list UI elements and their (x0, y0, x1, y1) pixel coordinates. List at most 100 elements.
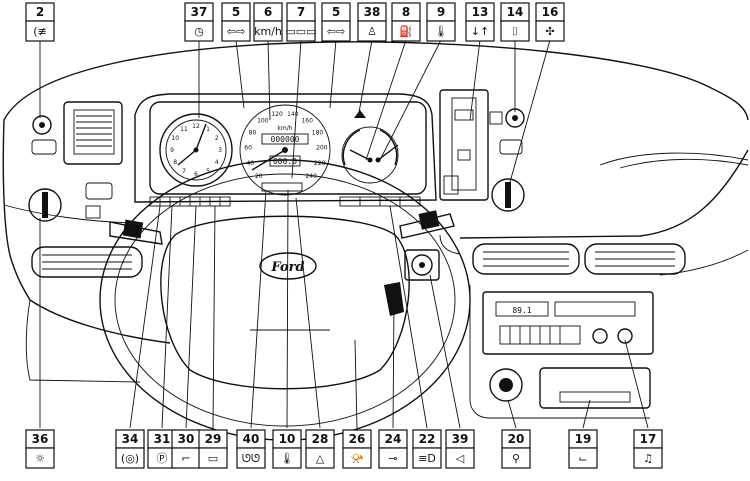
left-air-vent[interactable] (31, 246, 143, 278)
seat-belt-icon: ♙ (367, 25, 377, 38)
rear-fog-switch[interactable] (32, 115, 52, 135)
ignition-key[interactable] (384, 282, 404, 316)
clock-tick-label: 12 (192, 123, 200, 130)
rear-fog-light-icon: (≢ (33, 25, 47, 38)
cigarette-lighter-icon: ⚲ (512, 452, 520, 465)
callout-37[interactable]: 37◷ (184, 2, 214, 42)
callout-13[interactable]: 13↓↑ (465, 2, 495, 42)
clock-tick-label: 5 (206, 168, 210, 175)
callout-30[interactable]: 30 ⌐ (171, 429, 201, 469)
callout-number: 40 (243, 432, 260, 446)
speed-tick-label: 240 (305, 173, 317, 180)
fuel-temp-gauges (341, 110, 399, 184)
callout-9[interactable]: 9🌡 (426, 2, 456, 42)
callout-17[interactable]: 17♫ (633, 429, 663, 469)
glow-plug-icon: ᘎᘎ (242, 452, 260, 465)
seat-belt-warning-lamp (354, 110, 366, 118)
callout-38[interactable]: 38 ♙ (357, 2, 387, 42)
clock-tick-label: 4 (215, 159, 219, 166)
top-callout-row: 2(≢37◷5⇦⇨6km/h7▭▭▭5⇦⇨38♙8⛽9🌡13↓↑14⌷16✣ (25, 2, 565, 42)
callout-number: 2 (36, 5, 44, 19)
callout-7[interactable]: 7▭▭▭ (285, 2, 317, 42)
callout-number: 17 (640, 432, 657, 446)
clock-tick-label: 8 (173, 159, 177, 166)
callout-5[interactable]: 5 ⇦⇨ (221, 2, 251, 42)
oil-pressure-icon: ⌐ (181, 452, 190, 465)
speed-tick-label: 100 (257, 117, 269, 124)
callout-40[interactable]: 40 ᘎᘎ (236, 429, 266, 469)
speed-tick-label: 80 (249, 129, 257, 136)
callout-31[interactable]: 31Ⓟ (147, 429, 177, 469)
callout-number: 26 (349, 432, 366, 446)
speed-tick-label: 160 (301, 117, 313, 124)
fuel-pump-icon: ⛽ (399, 25, 413, 38)
callout-number: 24 (385, 432, 402, 446)
rear-window-heater-icon: ⌷ (512, 25, 519, 38)
horn-icon: 📯 (350, 452, 364, 465)
callout-number: 14 (507, 5, 524, 19)
cigarette-lighter[interactable] (489, 368, 523, 402)
callout-16[interactable]: 16 ✣ (535, 2, 565, 42)
callout-19[interactable]: 19⌙ (568, 429, 598, 469)
callout-number: 29 (205, 432, 222, 446)
speed-tick-label: 40 (246, 160, 254, 167)
fan-speed-knob[interactable] (491, 178, 525, 212)
callout-2[interactable]: 2 (≢ (25, 2, 55, 42)
rear-fog-grille (76, 115, 112, 147)
coolant-temperature-icon: 🌡 (434, 25, 448, 38)
radio-tuning-knob[interactable] (617, 328, 633, 344)
light-switch-knob[interactable] (28, 188, 62, 222)
callout-10[interactable]: 10🌡 (272, 429, 302, 469)
callout-36[interactable]: 36☼ (25, 429, 55, 469)
center-left-air-vent[interactable] (472, 243, 580, 275)
leader-lines (39, 39, 649, 429)
ignition-key-icon: ⊸ (388, 452, 397, 465)
callout-39[interactable]: 39 ◁ (445, 429, 475, 469)
callout-28[interactable]: 28△ (305, 429, 335, 469)
center-right-air-vent[interactable] (584, 243, 686, 275)
indicator-stalk[interactable] (109, 221, 163, 245)
speed-tick-label: 200 (316, 144, 328, 151)
ashtray[interactable] (539, 367, 651, 409)
callout-number: 19 (575, 432, 592, 446)
callout-number: 16 (542, 5, 559, 19)
clock-tick-label: 6 (194, 171, 198, 178)
callout-number: 39 (452, 432, 469, 446)
speaker-icon: ◁ (456, 452, 465, 465)
callout-5[interactable]: 5⇦⇨ (321, 2, 351, 42)
steering-column-stalks (109, 210, 455, 316)
callout-6[interactable]: 6km/h (253, 2, 283, 42)
speed-tick-label: 220 (314, 160, 326, 167)
fan-icon: ✣ (545, 25, 554, 38)
temperature-slider[interactable] (454, 109, 474, 121)
callout-number: 6 (264, 5, 272, 19)
callout-8[interactable]: 8⛽ (391, 2, 421, 42)
callout-26[interactable]: 26 📯 (342, 429, 372, 469)
left-switch-panel (28, 101, 123, 222)
callout-20[interactable]: 20⚲ (501, 429, 531, 469)
callout-number: 30 (178, 432, 195, 446)
ignition-lock[interactable] (411, 254, 433, 276)
speed-tick-label: 20 (255, 173, 263, 180)
turn-signal-icon: ⇦⇨ (227, 25, 245, 38)
callout-number: 34 (122, 432, 139, 446)
callout-24[interactable]: 24 ⊸ (378, 429, 408, 469)
radio-volume-knob[interactable] (592, 328, 608, 344)
instrument-lighting-icon: ☼ (35, 452, 45, 465)
headlight-icon: ≡D (418, 452, 436, 465)
callout-34[interactable]: 34 (◎) (115, 429, 145, 469)
clock-tick-label: 1 (206, 126, 210, 133)
radio-frequency-display: 89.1 (512, 306, 531, 315)
callout-29[interactable]: 29▭ (198, 429, 228, 469)
callout-number: 5 (232, 5, 240, 19)
brake-warning-icon: (◎) (121, 452, 139, 465)
callout-number: 38 (364, 5, 381, 19)
callout-number: 13 (472, 5, 489, 19)
warning-lamp-strip (149, 182, 421, 207)
callout-14[interactable]: 14 ⌷ (500, 2, 530, 42)
clock-icon: ◷ (194, 25, 204, 38)
callout-22[interactable]: 22≡D (412, 429, 442, 469)
